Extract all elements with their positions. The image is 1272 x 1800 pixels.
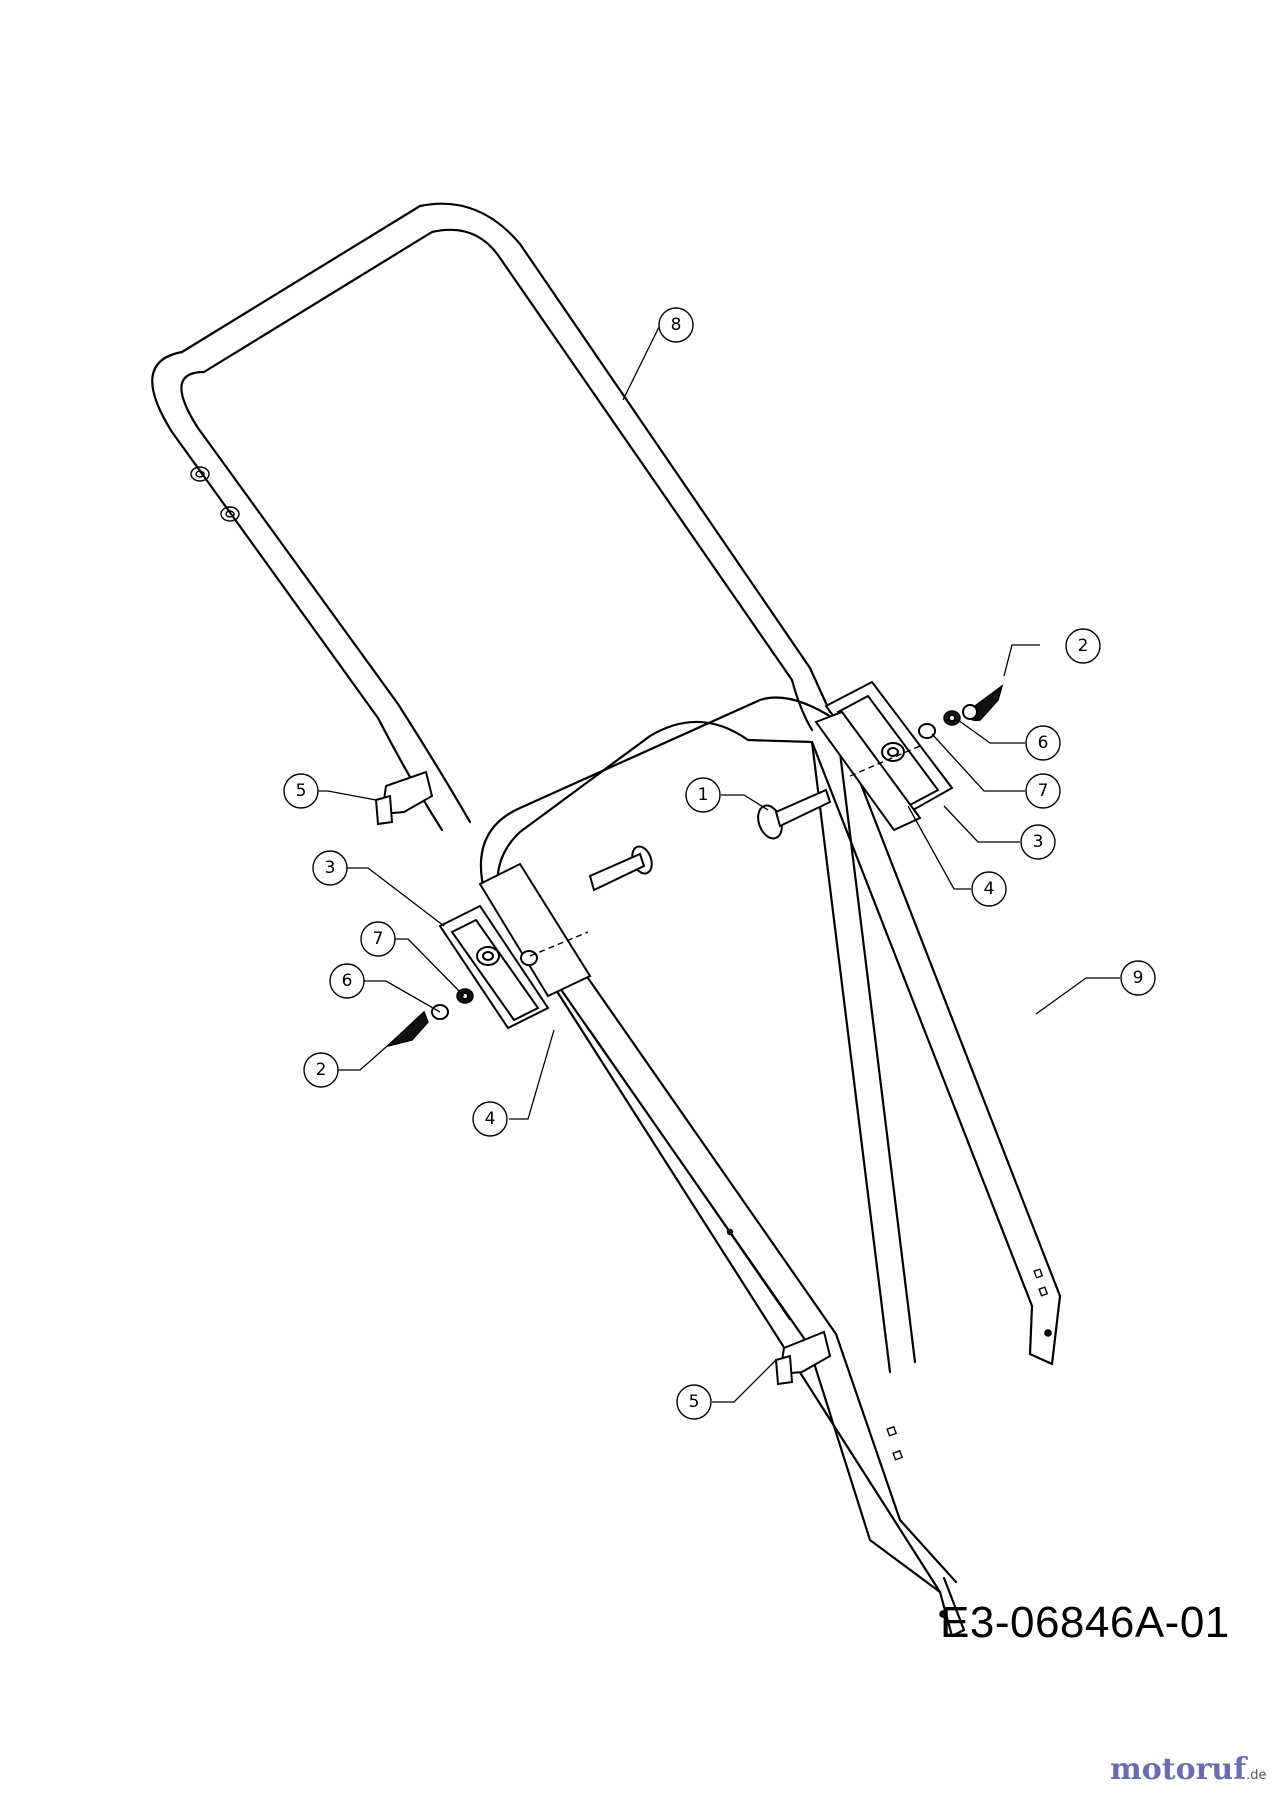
svg-text:4: 4 [485,1109,496,1129]
watermark-brand: motoruf [1110,1752,1247,1787]
svg-text:7: 7 [1038,781,1049,801]
callout-3-left: 3 [312,850,348,886]
svg-text:8: 8 [671,315,682,335]
svg-text:9: 9 [1133,968,1144,988]
watermark-suffix: .de [1246,1768,1267,1783]
svg-text:2: 2 [316,1060,327,1080]
callout-2-left: 2 [303,1052,339,1088]
callout-6-right: 6 [1025,725,1061,761]
svg-text:5: 5 [689,1392,700,1412]
upper-handle-tube [151,202,832,832]
callout-5-lower: 5 [676,1384,712,1420]
left-clamp-assembly [385,862,592,1048]
callout-7-left: 7 [360,921,396,957]
drawing-code: E3-06846A-01 [940,1598,1230,1647]
svg-text:6: 6 [342,971,353,991]
svg-text:4: 4 [984,879,995,899]
watermark-logo: motoruf.de [1110,1752,1267,1787]
callout-6-left: 6 [329,963,365,999]
long-bolt [588,845,653,892]
svg-text:6: 6 [1038,733,1049,753]
cable-guide-upper [374,770,434,826]
callout-8: 8 [658,307,694,343]
callout-1: 1 [685,777,721,813]
callout-4-left: 4 [472,1101,508,1137]
right-clamp-assembly [814,680,1004,832]
callout-4-right: 4 [971,871,1007,907]
bolt-part-1 [757,788,832,840]
svg-text:7: 7 [373,929,384,949]
leader-lines [301,324,1120,1403]
svg-text:5: 5 [296,781,307,801]
svg-text:3: 3 [325,858,336,878]
callout-5-upper: 5 [283,773,319,809]
callout-3-right: 3 [1020,824,1056,860]
cable-guide-lower [774,1330,832,1386]
callout-2-right: 2 [1065,628,1101,664]
callout-9: 9 [1120,960,1156,996]
svg-text:2: 2 [1078,636,1089,656]
callout-7-right: 7 [1025,773,1061,809]
svg-text:1: 1 [698,785,709,805]
svg-text:3: 3 [1033,832,1044,852]
